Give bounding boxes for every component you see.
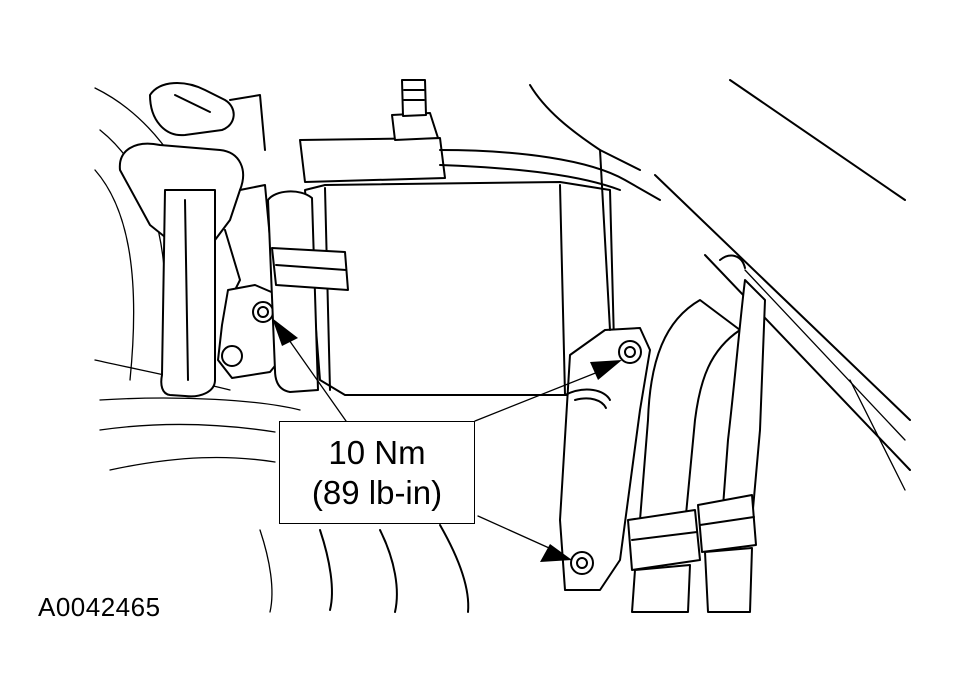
cowl-contour — [529, 84, 906, 491]
right-mounting-bracket — [559, 327, 651, 591]
hose-clamp-left-icon — [627, 509, 701, 571]
left-hose-assembly — [118, 82, 273, 398]
central-module — [299, 79, 661, 396]
arrow-left-bolt-icon — [272, 318, 298, 346]
torque-metric-label: 10 Nm — [328, 433, 426, 471]
torque-callout-box: 10 Nm (89 lb-in) — [279, 421, 475, 524]
leader-line-upper-right — [474, 367, 609, 422]
left-bolt-icon — [252, 301, 274, 323]
hose-clamp-right-icon — [697, 494, 757, 553]
leader-line-left — [281, 329, 347, 422]
frame-rails — [654, 79, 911, 471]
arrow-lower-right-bolt-icon — [540, 544, 572, 562]
figure-id-label: A0042465 — [38, 592, 161, 622]
lower-nut-icon — [221, 345, 243, 367]
leader-lines — [272, 318, 622, 562]
leader-line-lower-right — [477, 515, 559, 553]
torque-imperial-label: (89 lb-in) — [311, 473, 443, 511]
right-lower-bolt-icon — [570, 551, 594, 575]
right-upper-bolt-icon — [618, 340, 642, 364]
right-hoses — [627, 254, 766, 613]
upper-hose — [267, 190, 349, 393]
arrow-upper-right-bolt-icon — [590, 360, 622, 380]
background-contours — [94, 87, 470, 613]
